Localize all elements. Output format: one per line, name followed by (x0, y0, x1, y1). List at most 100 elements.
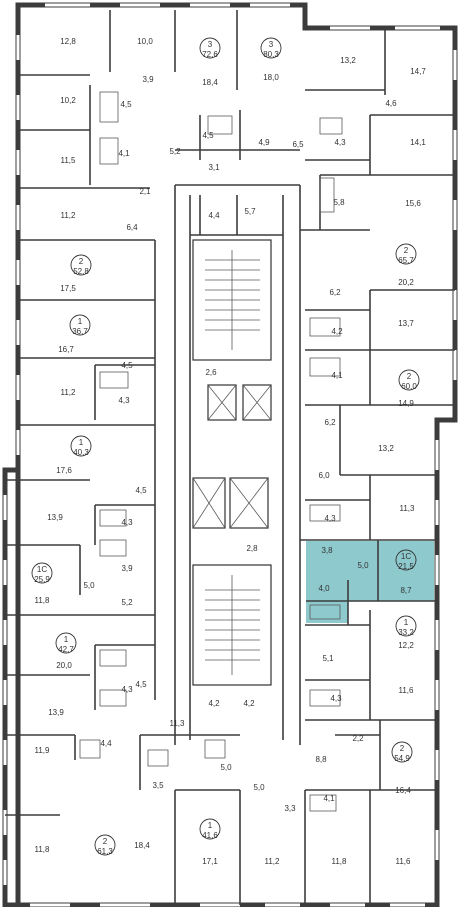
unit-badges (31, 37, 420, 856)
cores (192, 239, 272, 686)
room-label: 4,2 (331, 327, 343, 336)
elevator-1 (207, 384, 237, 421)
room-label: 5,0 (357, 561, 369, 570)
unit-u9-rooms: 1С (401, 552, 411, 561)
room-label: 3,3 (284, 804, 296, 813)
room-label: 4,5 (121, 361, 133, 370)
room-label: 20,0 (56, 661, 72, 670)
room-label: 8,8 (315, 755, 327, 764)
room-label: 20,2 (398, 278, 414, 287)
room-label: 5,0 (83, 581, 95, 590)
unit-u2-area: 80,3 (263, 50, 279, 59)
room-label: 13,9 (48, 708, 64, 717)
room-label: 6,4 (126, 223, 138, 232)
room-label: 4,3 (121, 518, 133, 527)
unit-u2-rooms: 3 (269, 40, 274, 49)
unit-u4-rooms: 2 (404, 246, 409, 255)
unit-u11-area: 42,7 (58, 645, 74, 654)
room-label: 11,6 (396, 857, 412, 866)
room-label: 5,7 (244, 207, 256, 216)
room-label: 14,7 (410, 67, 426, 76)
room-label: 4,3 (330, 694, 342, 703)
room-label: 5,0 (253, 783, 265, 792)
room-label: 11,8 (35, 596, 51, 605)
unit-u13-area: 61,3 (97, 847, 113, 856)
room-label: 11,6 (399, 686, 415, 695)
unit-u7-rooms: 1 (79, 438, 84, 447)
room-label: 11,2 (265, 857, 281, 866)
unit-u6-area: 60,0 (401, 382, 417, 391)
room-label: 4,1 (331, 371, 343, 380)
unit-u5-area: 36,7 (72, 327, 88, 336)
room-label: 6,5 (292, 140, 304, 149)
room-labels: 12,8 10,0 18,4 18,0 13,2 14,7 3,9 10,2 4… (35, 37, 427, 866)
room-label: 14,1 (410, 138, 426, 147)
room-label: 17,1 (202, 857, 218, 866)
room-label: 13,9 (47, 513, 63, 522)
room-label: 5,1 (322, 654, 334, 663)
unit-u6-rooms: 2 (407, 372, 412, 381)
room-label: 4,1 (118, 149, 130, 158)
unit-u10-rooms: 1 (404, 618, 409, 627)
room-label: 4,5 (120, 100, 132, 109)
room-label: 5,2 (121, 598, 133, 607)
unit-u3-area: 52,8 (73, 267, 89, 276)
room-label: 3,1 (208, 163, 220, 172)
unit-u1-rooms: 3 (208, 40, 213, 49)
unit-u12-rooms: 2 (400, 744, 405, 753)
highlighted-apartment[interactable] (306, 541, 434, 601)
unit-u14-area: 41,6 (202, 831, 218, 840)
stair-bottom (192, 564, 272, 686)
unit-u11-rooms: 1 (64, 635, 69, 644)
room-label: 13,2 (340, 56, 356, 65)
interior-walls (5, 10, 455, 905)
room-label: 11,3 (400, 504, 416, 513)
unit-labels: 3 72,6 3 80,3 2 52,8 2 65,7 1 36,7 2 60,… (34, 40, 417, 856)
room-label: 17,5 (60, 284, 76, 293)
room-label: 5,8 (333, 198, 345, 207)
highlighted-apartment-bath (306, 601, 348, 623)
unit-u7-area: 40,3 (73, 448, 89, 457)
room-label: 4,2 (208, 699, 220, 708)
room-label: 4,4 (208, 211, 220, 220)
room-label: 10,0 (137, 37, 153, 46)
room-label: 4,0 (318, 584, 330, 593)
unit-u8-rooms: 1С (37, 565, 47, 574)
room-label: 11,2 (61, 388, 77, 397)
unit-u9-area: 21,5 (398, 562, 414, 571)
room-label: 5,2 (169, 147, 181, 156)
unit-u1-area: 72,6 (202, 50, 218, 59)
room-label: 5,0 (220, 763, 232, 772)
room-label: 6,2 (324, 418, 336, 427)
room-label: 2,6 (205, 368, 217, 377)
room-label: 2,8 (246, 544, 258, 553)
room-label: 11,3 (170, 719, 186, 728)
room-label: 11,9 (35, 746, 51, 755)
room-label: 2,2 (352, 734, 364, 743)
room-label: 12,8 (60, 37, 76, 46)
room-label: 13,7 (398, 319, 414, 328)
room-label: 3,5 (152, 781, 164, 790)
room-label: 3,8 (321, 546, 333, 555)
room-label: 3,9 (121, 564, 133, 573)
room-label: 13,2 (378, 444, 394, 453)
room-label: 12,2 (398, 641, 414, 650)
room-label: 4,5 (135, 680, 147, 689)
room-label: 4,3 (118, 396, 130, 405)
room-label: 16,4 (395, 786, 411, 795)
room-label: 11,8 (332, 857, 348, 866)
stair-top (192, 239, 272, 361)
unit-u5-rooms: 1 (78, 317, 83, 326)
room-label: 17,6 (56, 466, 72, 475)
room-label: 4,2 (243, 699, 255, 708)
room-label: 11,2 (61, 211, 77, 220)
room-label: 18,4 (134, 841, 150, 850)
unit-u3-rooms: 2 (79, 257, 84, 266)
room-label: 6,0 (318, 471, 330, 480)
room-label: 4,5 (135, 486, 147, 495)
room-label: 11,5 (61, 156, 77, 165)
room-label: 4,3 (324, 514, 336, 523)
room-label: 4,4 (100, 739, 112, 748)
elevator-4 (229, 477, 269, 529)
room-label: 8,7 (400, 586, 412, 595)
